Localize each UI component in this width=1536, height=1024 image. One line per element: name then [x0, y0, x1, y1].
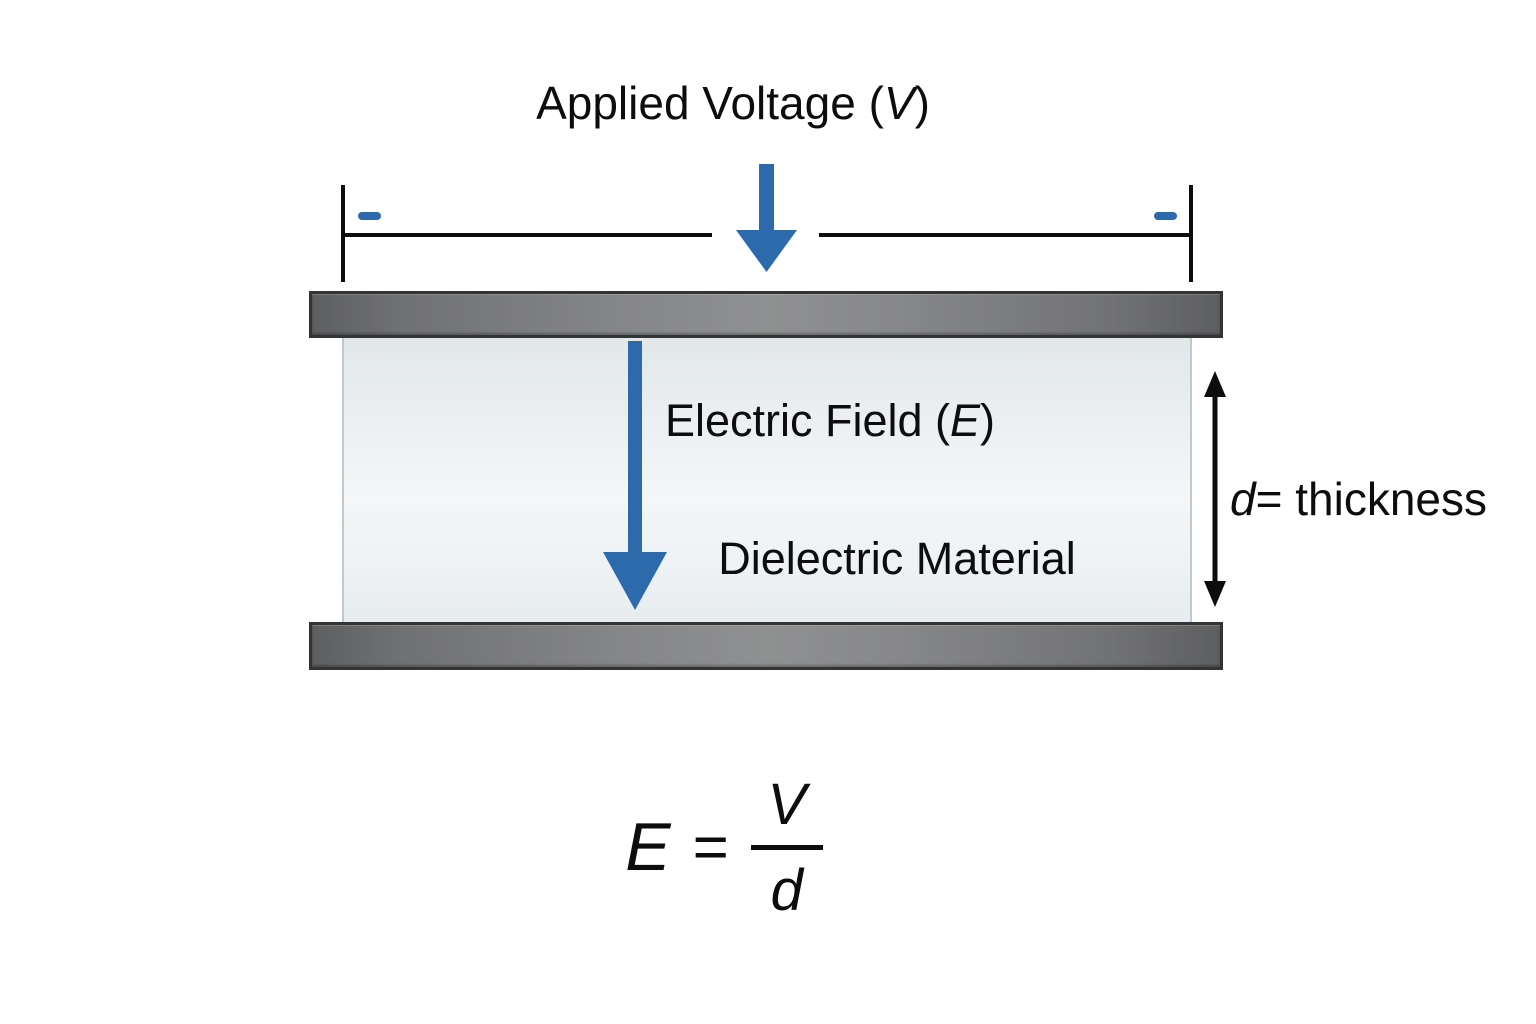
voltage-bus-line-right — [819, 233, 1192, 237]
fraction-bar — [750, 844, 823, 850]
vertical-double-arrow-icon — [1204, 371, 1226, 607]
formula-numerator: V — [767, 771, 807, 837]
formula-fraction: V d — [750, 771, 823, 924]
dielectric-region — [342, 338, 1192, 622]
voltage-bus-line-left — [342, 233, 712, 237]
applied-voltage-symbol: V — [883, 77, 915, 129]
thickness-label: d= thickness — [1230, 476, 1487, 522]
minus-icon — [1154, 212, 1177, 220]
applied-voltage-paren: ) — [914, 77, 930, 129]
arrow-shaft — [628, 341, 642, 554]
formula: E = V d — [474, 762, 974, 932]
thickness-symbol: d — [1230, 473, 1256, 525]
bottom-electrode-plate — [309, 622, 1223, 670]
electric-field-paren: ) — [980, 395, 996, 446]
applied-voltage-text: Applied Voltage ( — [536, 77, 884, 129]
dielectric-material-label: Dielectric Material — [718, 533, 1076, 584]
electric-field-symbol: E — [950, 395, 981, 446]
formula-denominator: d — [770, 857, 803, 923]
electrode-lead-right — [1189, 185, 1193, 282]
down-arrow-icon — [603, 552, 667, 610]
arrow-shaft — [759, 164, 774, 232]
electric-field-text: Electric Field ( — [664, 395, 951, 446]
formula-lhs: E — [625, 809, 671, 885]
thickness-text: = thickness — [1255, 473, 1487, 525]
electric-field-label: Electric Field (E) — [630, 398, 1030, 443]
applied-voltage-label: Applied Voltage (V) — [433, 80, 1033, 126]
down-arrow-icon — [736, 230, 797, 272]
electrode-lead-left — [341, 185, 345, 282]
minus-icon — [358, 212, 381, 220]
top-electrode-plate — [309, 291, 1223, 338]
formula-equals: = — [692, 812, 729, 882]
